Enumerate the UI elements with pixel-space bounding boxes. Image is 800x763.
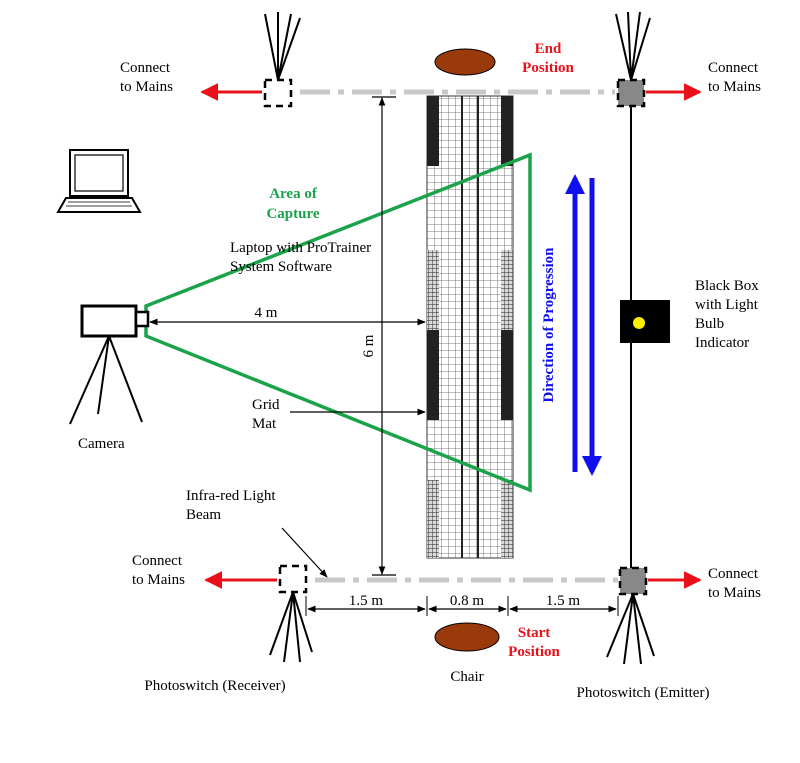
camera-label: Camera bbox=[78, 436, 125, 452]
black-box-label-3: Bulb bbox=[695, 316, 724, 332]
direction-progression-label: Direction of Progression bbox=[541, 247, 557, 403]
infrared-label-1: Infra-red Light bbox=[186, 488, 276, 504]
connect-mains-bottom-left-label-2: to Mains bbox=[132, 572, 185, 588]
black-box-icon bbox=[620, 300, 670, 343]
end-position-label-1: End bbox=[535, 41, 562, 57]
start-position-label-1: Start bbox=[518, 625, 551, 641]
connect-mains-top-right-label-2: to Mains bbox=[708, 79, 761, 95]
infrared-label-2: Beam bbox=[186, 507, 221, 523]
laptop-label-2: System Software bbox=[230, 259, 332, 275]
photoswitch-emitter-icon bbox=[606, 566, 655, 665]
grid-mat-label-1: Grid bbox=[252, 397, 280, 413]
connect-mains-bottom-right-label-2: to Mains bbox=[708, 585, 761, 601]
connect-mains-top-left-label-1: Connect bbox=[120, 60, 171, 76]
distance-0-8m-label: 0.8 m bbox=[450, 593, 485, 609]
camera-icon bbox=[69, 304, 150, 425]
photoswitch-top-left-icon bbox=[263, 12, 301, 108]
light-bulb-icon bbox=[633, 317, 645, 329]
area-capture-label-1: Area of bbox=[269, 186, 318, 202]
receiver-label: Photoswitch (Receiver) bbox=[144, 678, 285, 694]
black-box-label-4: Indicator bbox=[695, 335, 749, 351]
laptop-label-1: Laptop with ProTrainer bbox=[230, 240, 371, 256]
area-capture-label-2: Capture bbox=[266, 206, 319, 222]
chair-end-icon bbox=[434, 48, 496, 76]
laptop-icon bbox=[56, 149, 142, 213]
grid-mat bbox=[426, 95, 514, 559]
chair-label: Chair bbox=[450, 669, 483, 685]
connect-mains-bottom-right-label-1: Connect bbox=[708, 566, 759, 582]
emitter-label: Photoswitch (Emitter) bbox=[577, 685, 710, 701]
connect-mains-top-right-label-1: Connect bbox=[708, 60, 759, 76]
black-box-label-2: with Light bbox=[695, 297, 759, 313]
photoswitch-top-right-icon bbox=[615, 11, 651, 108]
photoswitch-receiver-icon bbox=[269, 564, 313, 663]
distance-right-1-5m-label: 1.5 m bbox=[546, 593, 581, 609]
distance-6m-label: 6 m bbox=[361, 334, 377, 357]
chair-start-icon bbox=[434, 622, 500, 652]
start-position-label-2: Position bbox=[508, 644, 560, 660]
connect-mains-bottom-left-label-1: Connect bbox=[132, 553, 183, 569]
distance-left-1-5m-label: 1.5 m bbox=[349, 593, 384, 609]
black-box-label-1: Black Box bbox=[695, 278, 759, 294]
distance-4m-label: 4 m bbox=[255, 305, 278, 321]
infrared-pointer bbox=[281, 527, 328, 578]
connect-mains-top-left-label-2: to Mains bbox=[120, 79, 173, 95]
end-position-label-2: Position bbox=[522, 60, 574, 76]
grid-mat-label-2: Mat bbox=[252, 416, 277, 432]
